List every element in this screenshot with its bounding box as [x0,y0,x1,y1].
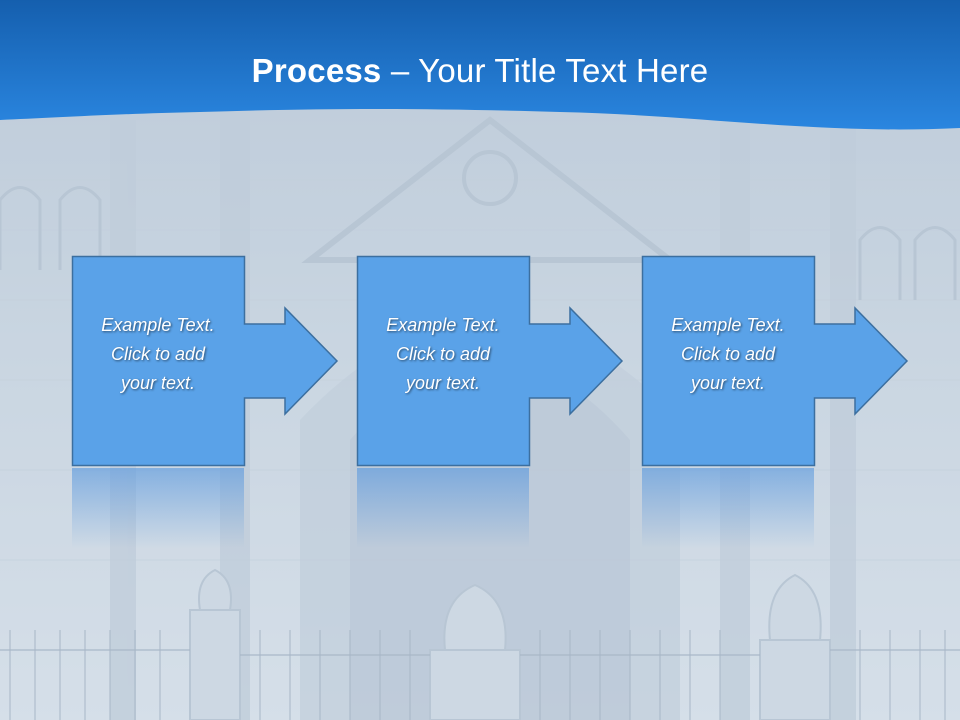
step-text[interactable]: Example Text. Click to add your text. [101,315,215,393]
step-reflection [357,468,529,548]
step-text[interactable]: Example Text. Click to add your text. [386,315,500,393]
arrow-box-shape [356,255,624,467]
step-text[interactable]: Example Text. Click to add your text. [671,315,785,393]
slide-title[interactable]: Process – Your Title Text Here [0,52,960,90]
step-reflection [72,468,244,548]
process-step-2[interactable]: Example Text. Click to add your text. [356,255,624,467]
process-step-3[interactable]: Example Text. Click to add your text. [641,255,909,467]
arrow-box-shape [641,255,909,467]
title-bold: Process [251,52,382,89]
arrow-box-shape [71,255,339,467]
step-reflection [642,468,814,548]
process-step-1[interactable]: Example Text. Click to add your text. [71,255,339,467]
title-rest: – Your Title Text Here [381,52,709,89]
